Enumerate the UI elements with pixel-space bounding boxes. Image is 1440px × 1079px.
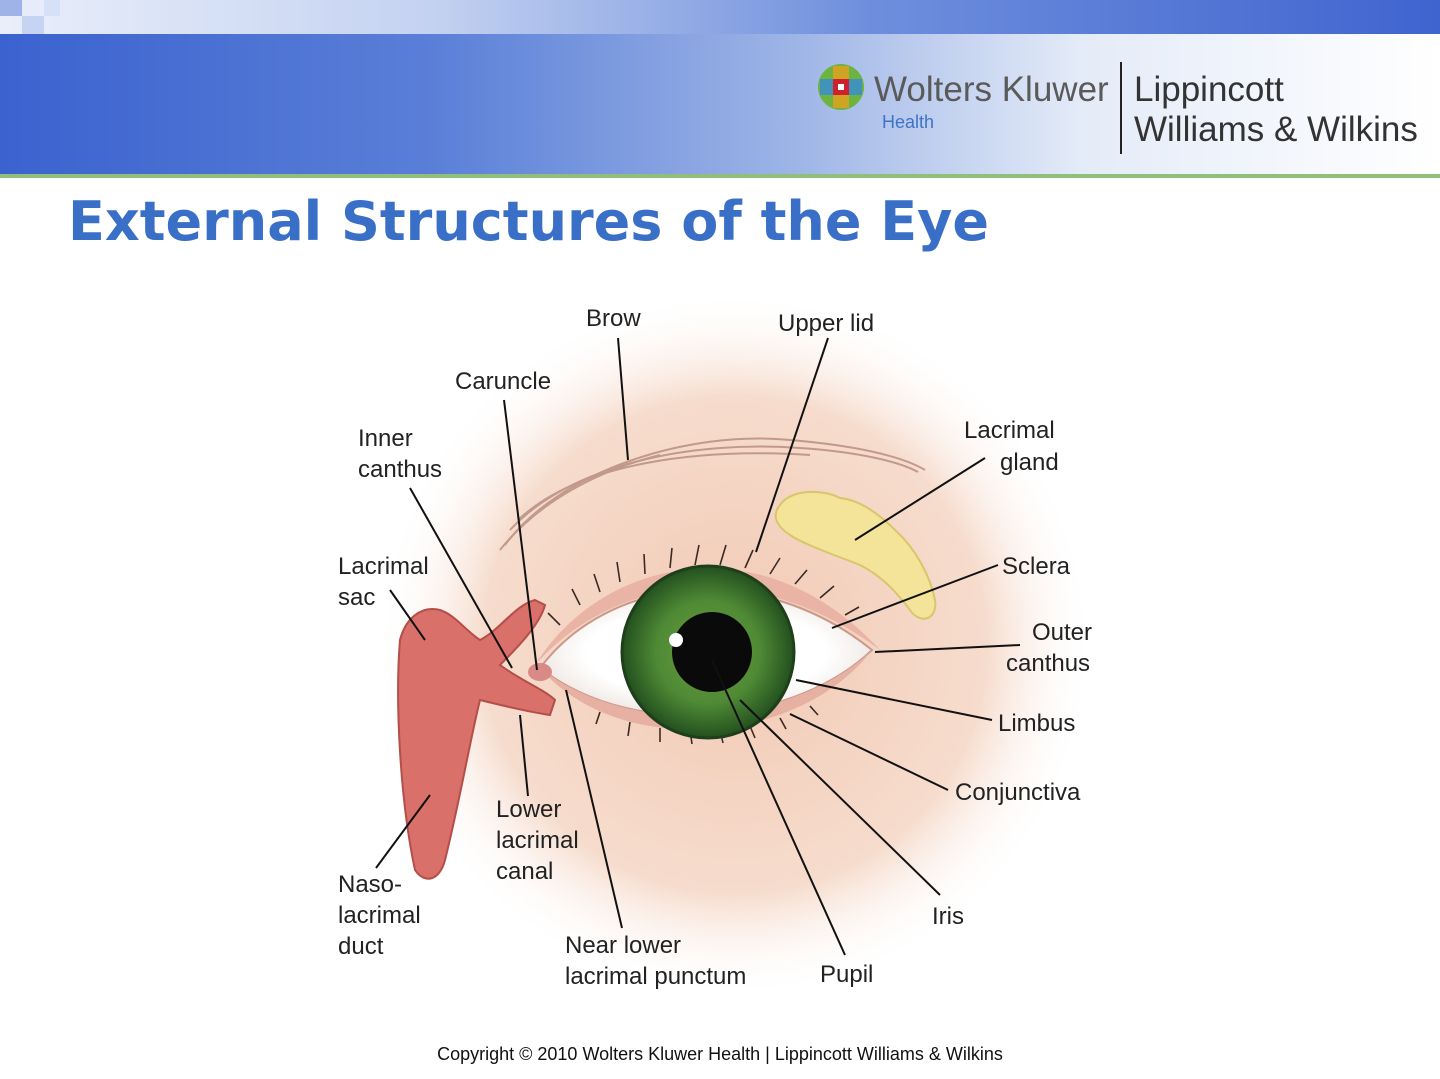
label-lacrimal-sac-2: sac [338, 584, 375, 611]
label-upper-lid: Upper lid [778, 310, 874, 337]
label-limbus: Limbus [998, 710, 1075, 737]
upper-lid [535, 568, 880, 665]
header-divider [0, 174, 1440, 178]
label-brow: Brow [586, 305, 641, 332]
label-naso-3: duct [338, 933, 384, 960]
publisher-division: Health [882, 112, 935, 132]
lacrimal-gland [774, 490, 937, 620]
pupil [672, 612, 752, 692]
publisher-logo: Wolters Kluwer Health Lippincott William… [812, 56, 1432, 160]
decor-square [0, 0, 22, 16]
caruncle [528, 663, 552, 681]
label-inner-canthus-1: Inner [358, 425, 413, 452]
labels: Brow Upper lid Caruncle Inner canthus La… [338, 305, 1092, 990]
label-lower-canal-1: Lower [496, 796, 561, 823]
label-inner-canthus-2: canthus [358, 456, 442, 483]
logo-divider [1120, 62, 1122, 154]
copyright-footer: Copyright © 2010 Wolters Kluwer Health |… [437, 1044, 1003, 1064]
publisher-name: Wolters Kluwer [874, 70, 1109, 109]
header-banner: Wolters Kluwer Health Lippincott William… [0, 0, 1440, 178]
leader-lines [375, 337, 1021, 956]
lower-lid [540, 650, 872, 730]
label-lacrimal-gland-2: gland [1000, 449, 1059, 476]
light-reflex [669, 633, 683, 647]
header-top-band [0, 0, 1440, 34]
label-naso-1: Naso- [338, 871, 402, 898]
slide-title: External Structures of the Eye [68, 190, 990, 253]
label-caruncle: Caruncle [455, 368, 551, 395]
label-punctum-2: lacrimal punctum [565, 963, 746, 990]
label-outer-canthus-1: Outer [1032, 619, 1092, 646]
nasolacrimal-duct [397, 598, 557, 880]
eye-illustration: Brow Upper lid Caruncle Inner canthus La… [338, 290, 1095, 1000]
label-iris: Iris [932, 903, 964, 930]
label-punctum-1: Near lower [565, 932, 681, 959]
label-sclera: Sclera [1002, 553, 1071, 580]
decor-square [44, 0, 60, 16]
label-outer-canthus-2: canthus [1006, 650, 1090, 677]
label-conjunctiva: Conjunctiva [955, 779, 1081, 806]
label-lower-canal-2: lacrimal [496, 827, 579, 854]
label-lacrimal-sac-1: Lacrimal [338, 553, 429, 580]
brow [499, 437, 926, 551]
wolters-kluwer-logo-icon [818, 64, 864, 110]
label-lower-canal-3: canal [496, 858, 553, 885]
decor-square [22, 16, 44, 34]
eyelashes [547, 544, 860, 745]
label-pupil: Pupil [820, 961, 873, 988]
label-naso-2: lacrimal [338, 902, 421, 929]
imprint-line-2: Williams & Wilkins [1134, 110, 1418, 149]
imprint-line-1: Lippincott [1134, 70, 1284, 109]
label-lacrimal-gland-1: Lacrimal [964, 417, 1055, 444]
